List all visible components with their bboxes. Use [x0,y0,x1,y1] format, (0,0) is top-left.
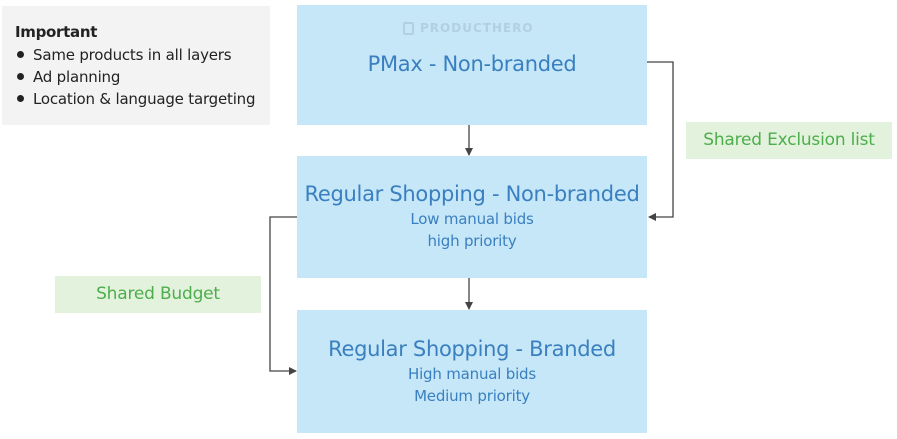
box-line-bids: Low manual bids [410,210,534,228]
note-title: Important [15,23,98,41]
producthero-watermark: PRODUCTHERO [403,21,534,35]
important-note: Important Same products in all layers Ad… [2,6,270,125]
box-title: Regular Shopping - Non-branded [304,182,640,206]
box-line-bids: High manual bids [407,365,536,383]
exclusion-list-connector [647,61,674,221]
note-item: Location & language targeting [15,88,270,110]
producthero-logo-icon [403,22,414,35]
box-line-priority: Medium priority [414,387,530,405]
note-list: Same products in all layers Ad planning … [15,44,270,110]
bullet-icon [17,95,24,102]
shared-budget-connector [269,216,297,375]
bullet-icon [17,51,24,58]
regular-shopping-branded-box: Regular Shopping - Branded High manual b… [297,310,647,433]
note-item: Same products in all layers [15,44,270,66]
shared-exclusion-list-tag: Shared Exclusion list [686,122,892,159]
box-line-priority: high priority [427,232,517,250]
bullet-icon [17,73,24,80]
shared-budget-tag: Shared Budget [55,276,261,313]
box-title: PMax - Non-branded [367,52,577,76]
note-item: Ad planning [15,66,270,88]
regular-shopping-nonbranded-box: Regular Shopping - Non-branded Low manua… [297,156,647,278]
pmax-nonbranded-box: PMax - Non-branded [297,5,647,125]
box-title: Regular Shopping - Branded [328,337,616,361]
